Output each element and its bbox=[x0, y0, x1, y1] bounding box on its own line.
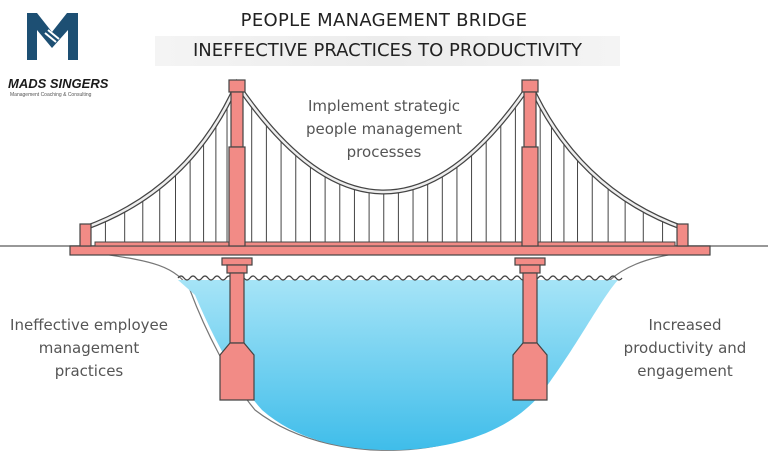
bridge-deck bbox=[69, 245, 711, 256]
left-tower bbox=[228, 79, 246, 247]
title-line-1: PEOPLE MANAGEMENT BRIDGE bbox=[240, 10, 528, 31]
right-tower bbox=[521, 79, 539, 247]
logo-name: MADS SINGERS bbox=[8, 76, 109, 91]
suspender-cables bbox=[104, 104, 664, 243]
right-end-post bbox=[676, 223, 689, 247]
left-label: Ineffective employee management practice… bbox=[10, 316, 168, 380]
water-waves bbox=[177, 275, 623, 281]
left-end-post bbox=[79, 223, 92, 247]
middle-label: Implement strategic people management pr… bbox=[305, 97, 463, 161]
left-pier bbox=[219, 257, 255, 401]
logo-mark bbox=[27, 13, 78, 60]
logo-tagline: Management Coaching & Consulting bbox=[10, 92, 92, 98]
water bbox=[178, 280, 618, 451]
right-label: Increased productivity and engagement bbox=[623, 316, 747, 380]
right-pier bbox=[512, 257, 548, 401]
title-line-2: INEFFECTIVE PRACTICES TO PRODUCTIVITY bbox=[155, 36, 620, 66]
